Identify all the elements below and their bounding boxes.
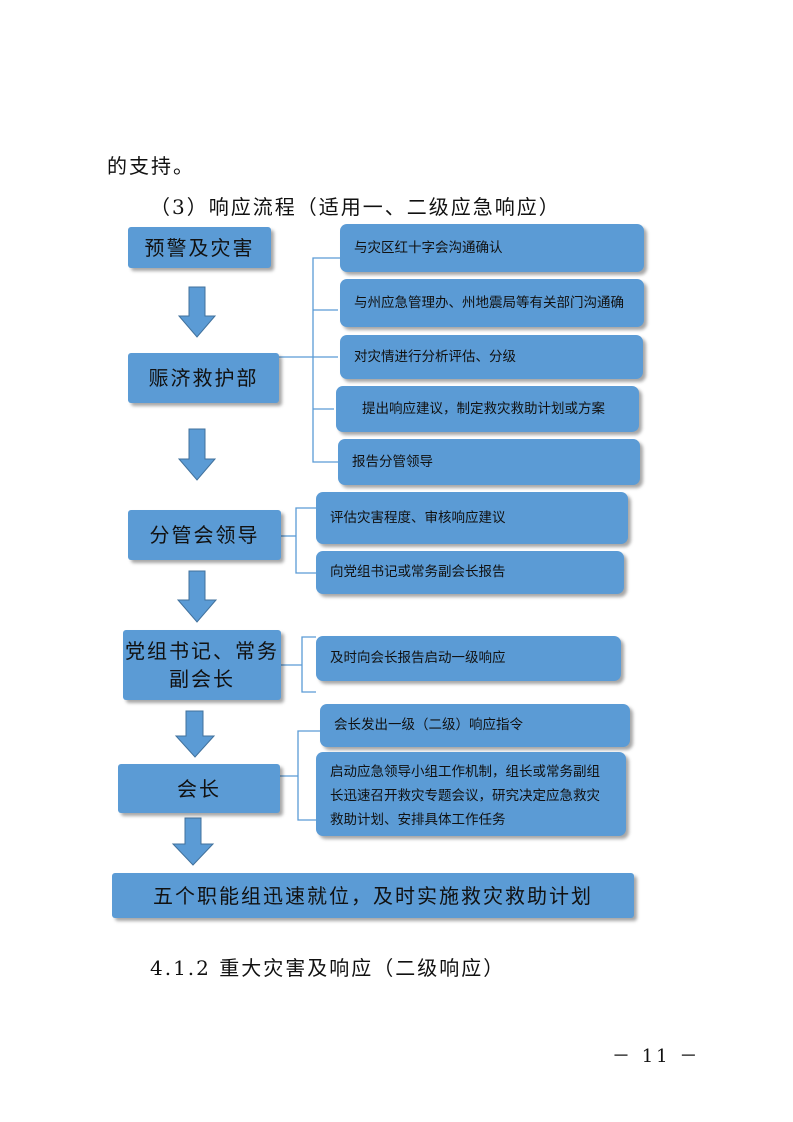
relief-bracket — [312, 257, 340, 463]
task-text: 与灾区红十字会沟通确认 — [354, 239, 503, 256]
task-text: 与州应急管理办、州地震局等有关部门沟通确 — [354, 294, 624, 311]
task-text: 对灾情进行分析评估、分级 — [354, 348, 516, 365]
step-warning-disaster: 预警及灾害 — [128, 227, 271, 268]
down-arrow-icon — [171, 817, 215, 866]
task-text: 及时向会长报告启动一级响应 — [330, 650, 506, 666]
step-label: 五个职能组迅速就位，及时实施救灾救助计划 — [153, 883, 593, 908]
task-text: 向党组书记或常务副会长报告 — [330, 564, 506, 580]
leader-task-item: 评估灾害程度、审核响应建议 — [316, 492, 628, 544]
page-number: － 11 － — [612, 1046, 701, 1067]
step-relief-department: 赈济救护部 — [128, 353, 279, 403]
task-text: 报告分管领导 — [352, 453, 433, 470]
relief-task-item: 对灾情进行分析评估、分级 — [340, 335, 643, 379]
task-text: 评估灾害程度、审核响应建议 — [330, 509, 506, 526]
task-text: 会长发出一级（二级）响应指令 — [334, 717, 523, 733]
president-task-item: 启动应急领导小组工作机制，组长或常务副组 长迅速召开救灾专题会议，研究决定应急救… — [316, 752, 626, 836]
continued-paragraph-line: 的支持。 — [107, 154, 195, 178]
step-label: 会长 — [177, 776, 221, 801]
president-task-item: 会长发出一级（二级）响应指令 — [320, 704, 630, 747]
step-leader-in-charge: 分管会领导 — [128, 510, 281, 560]
subsection-heading: 4.1.2 重大灾害及响应（二级响应） — [150, 956, 506, 980]
down-arrow-icon — [176, 570, 218, 623]
step-label: 预警及灾害 — [144, 235, 255, 260]
task-text-line: 救助计划、安排具体工作任务 — [330, 812, 506, 828]
step-president: 会长 — [118, 764, 280, 813]
step-label: 分管会领导 — [149, 523, 260, 547]
step-label: 赈济救护部 — [148, 366, 259, 390]
down-arrow-icon — [177, 286, 217, 338]
step-final-action: 五个职能组迅速就位，及时实施救灾救助计划 — [112, 873, 634, 918]
down-arrow-icon — [177, 428, 217, 481]
relief-task-item: 报告分管领导 — [338, 439, 640, 485]
relief-task-item: 提出响应建议，制定救灾救助计划或方案 — [336, 386, 639, 432]
leader-bracket — [295, 507, 316, 574]
relief-task-item: 与州应急管理办、州地震局等有关部门沟通确 — [340, 279, 644, 327]
secretary-bracket — [301, 636, 316, 693]
relief-task-item: 与灾区红十字会沟通确认 — [340, 224, 644, 272]
step-party-secretary: 党组书记、常务 副会长 — [123, 630, 281, 700]
task-text-line: 启动应急领导小组工作机制，组长或常务副组 — [330, 764, 600, 780]
section-title: （3）响应流程（适用一、二级应急响应） — [150, 195, 561, 219]
task-text: 提出响应建议，制定救灾救助计划或方案 — [362, 400, 605, 417]
leader-task-item: 向党组书记或常务副会长报告 — [316, 551, 624, 594]
secretary-task-item: 及时向会长报告启动一级响应 — [316, 636, 621, 681]
step-label-line: 党组书记、常务 — [125, 639, 279, 663]
task-text-line: 长迅速召开救灾专题会议，研究决定应急救灾 — [330, 788, 600, 804]
down-arrow-icon — [174, 710, 216, 758]
step-label-line: 副会长 — [169, 667, 235, 691]
